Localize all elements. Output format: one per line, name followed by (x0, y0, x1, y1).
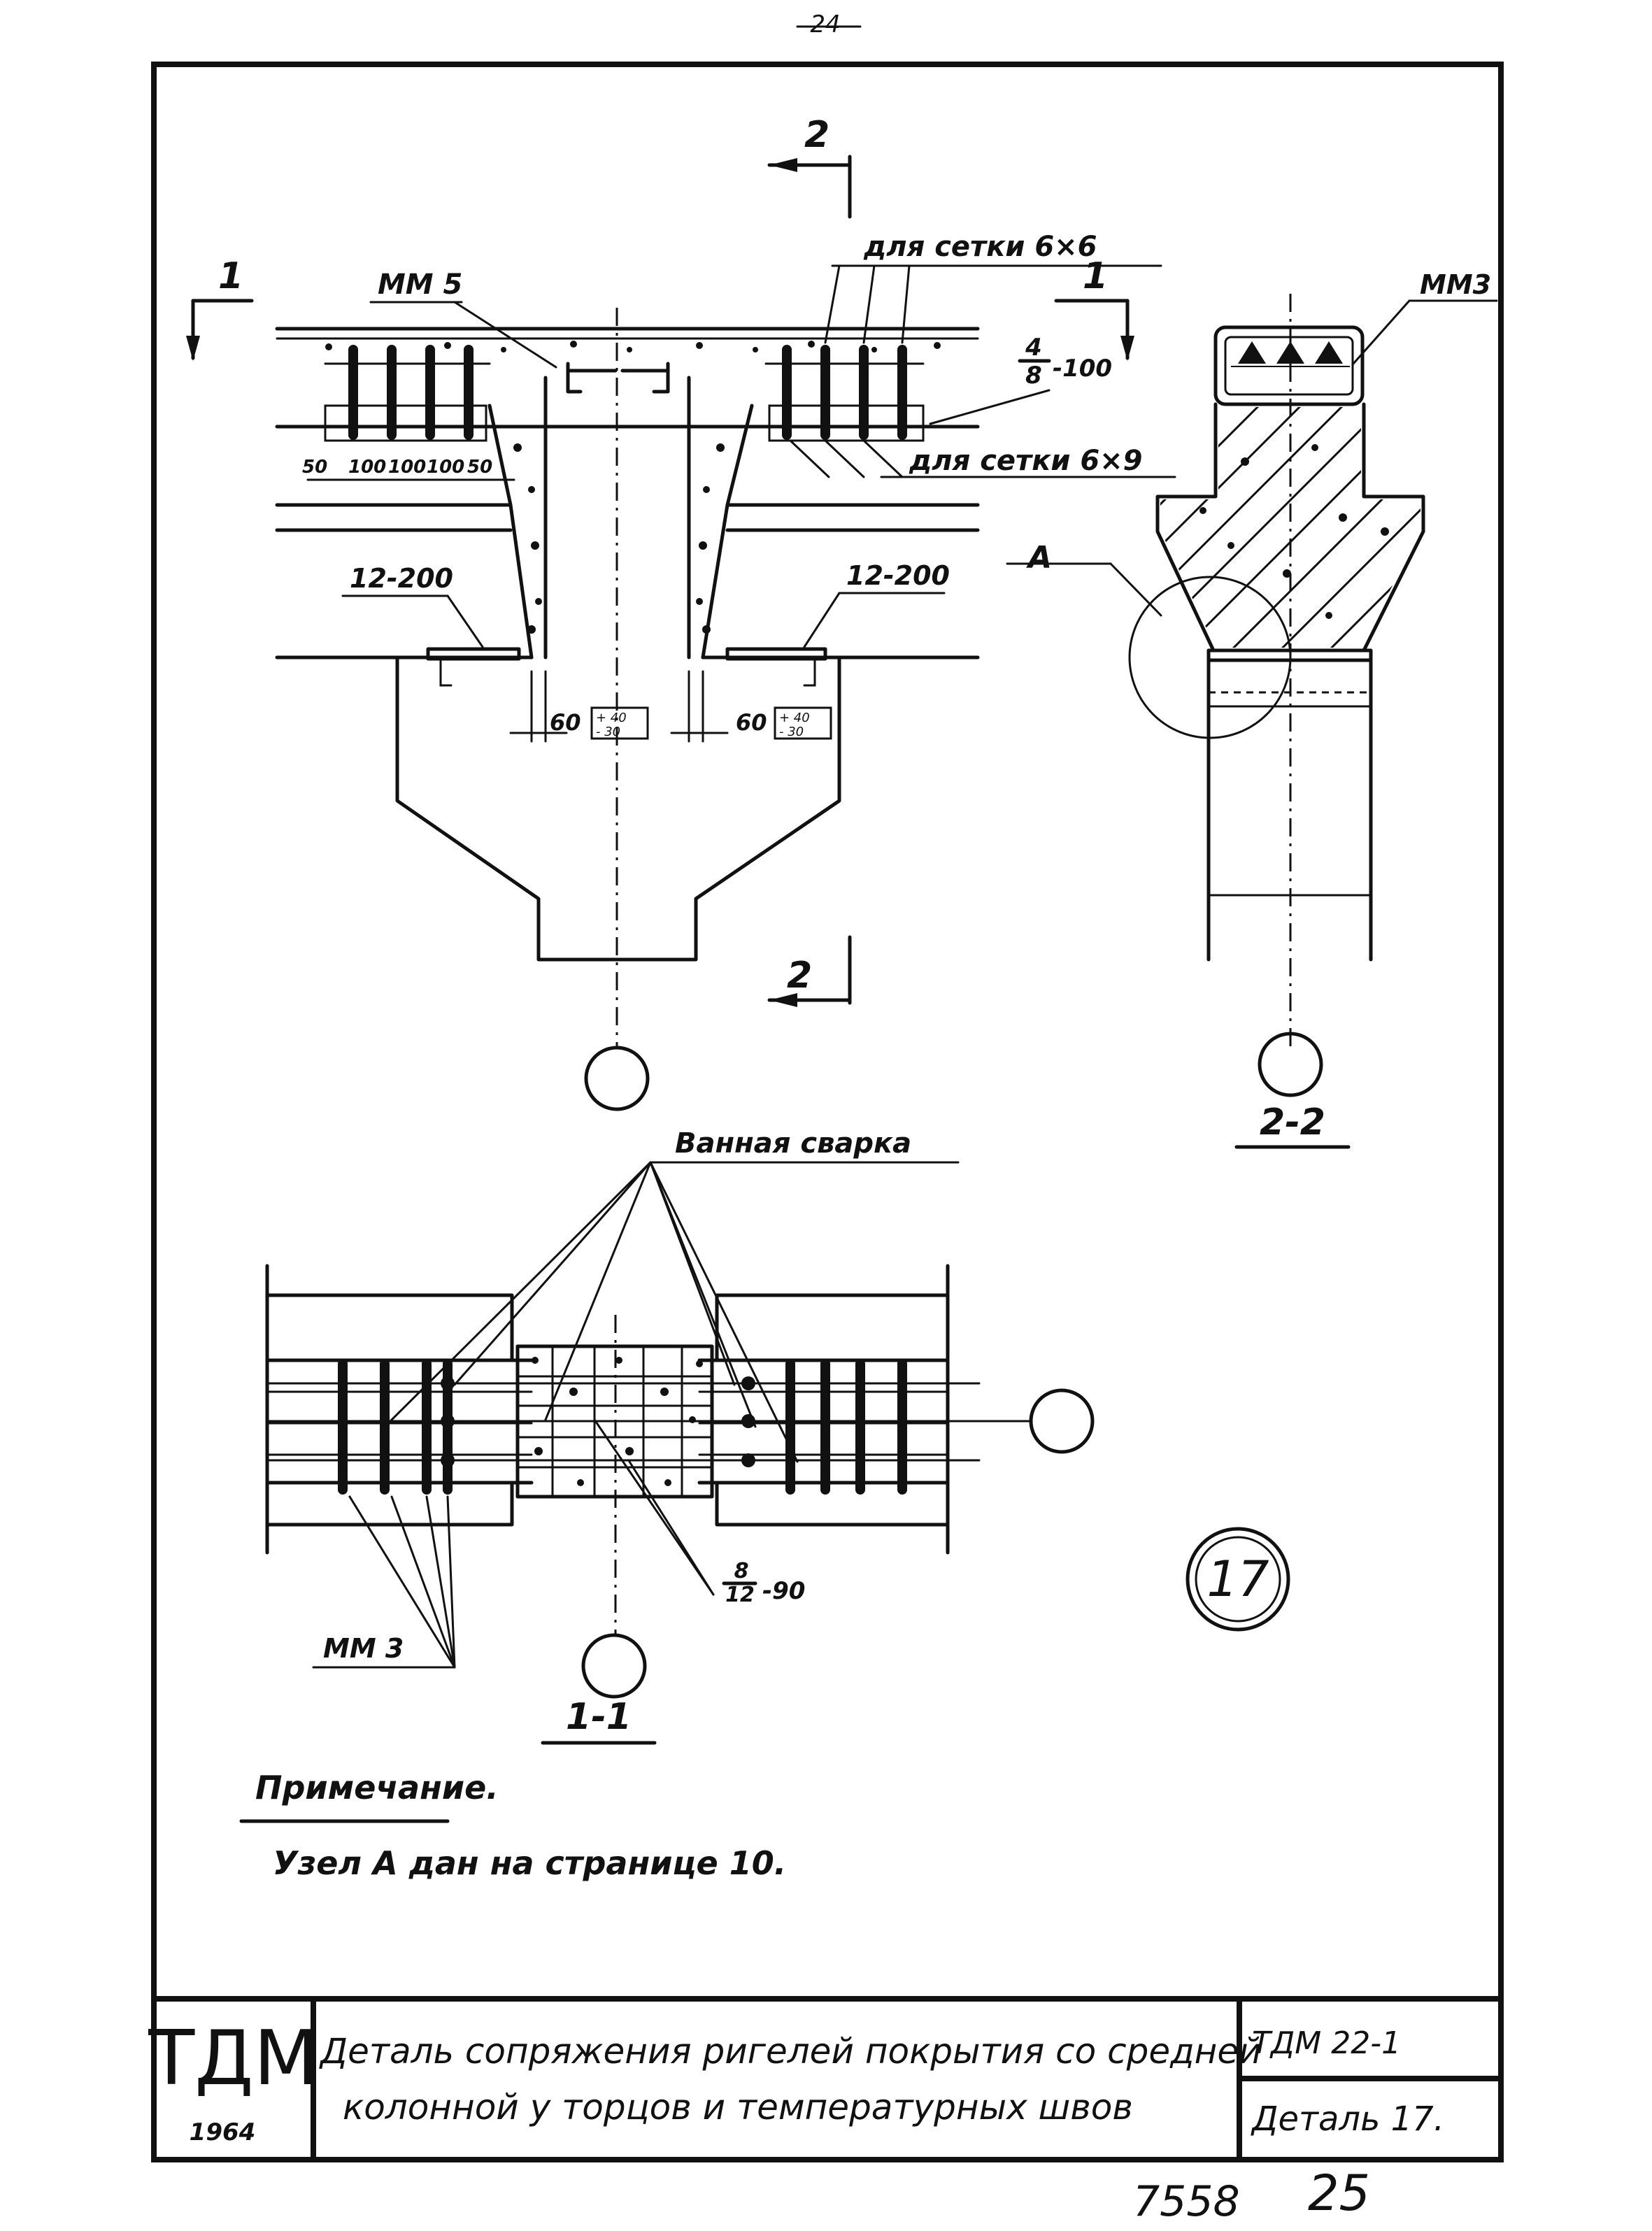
title-sheet: Деталь 17. (1251, 2100, 1444, 2139)
title-block-logo: ТДМ (148, 2015, 319, 2102)
elevation-view: 2 1 1 (186, 114, 1176, 1111)
section-mark-1-left: 1 (218, 255, 243, 297)
svg-text:100: 100 (348, 457, 386, 478)
label-mm3-11: MM 3 (323, 1633, 404, 1664)
top-page-number: 24 (810, 10, 840, 38)
svg-text:50: 50 (467, 457, 492, 478)
label-bolt-right: 12-200 (846, 560, 950, 591)
label-node-a: A (1026, 540, 1052, 576)
title-block-year: 1964 (190, 2118, 256, 2146)
svg-text:100: 100 (388, 457, 426, 478)
label-bars-bottom: 8 (1025, 362, 1042, 390)
section-1-1-title: 1-1 (566, 1696, 632, 1738)
section-2-2-title: 2-2 (1260, 1102, 1325, 1143)
note-text: Узел A дан на странице 10. (273, 1844, 786, 1882)
label-welding: Ванная сварка (675, 1127, 911, 1160)
label-bars11-top: 8 (734, 1559, 749, 1583)
sheet-frame (151, 62, 1504, 2162)
axis-bubble-1-1-right (1029, 1388, 1095, 1454)
svg-text:100: 100 (427, 457, 464, 478)
label-mm3-22: MM3 (1420, 269, 1491, 300)
svg-text:+ 40: + 40 (779, 711, 810, 725)
axis-bubble-2-2 (1258, 1032, 1323, 1097)
label-bars11-bottom: 12 (725, 1583, 755, 1607)
title-line-1: Деталь сопряжения ригелей покрытия со ср… (319, 2031, 1262, 2072)
svg-text:- 30: - 30 (779, 725, 804, 739)
label-bars-top: 4 (1025, 334, 1042, 362)
svg-text:17: 17 (1206, 1551, 1269, 1608)
title-line-2: колонной у торцов и температурных швов (343, 2087, 1133, 2127)
title-series: ТДМ 22-1 (1252, 2025, 1401, 2061)
dimension-row: 50 100 100 100 50 (302, 457, 492, 478)
label-mesh-6x6: для сетки 6×6 (863, 231, 1097, 263)
section-mark-2-top: 2 (804, 114, 829, 156)
left-stirrups (324, 345, 491, 442)
section-1-1: Ванная сварка (265, 1127, 1095, 1745)
bottom-code: 7558 (1133, 2177, 1240, 2226)
label-bars-spacing: -100 (1053, 355, 1112, 383)
label-tol-left: 60 (550, 709, 581, 736)
section-2-2: A MM3 2-2 (1006, 269, 1498, 1149)
title-block: ТДМ 1964 Деталь сопряжения ригелей покры… (148, 1996, 1501, 2160)
bottom-number: 25 (1308, 2165, 1370, 2222)
detail-stamp: 17 (1185, 1527, 1290, 1632)
section-mark-2-bottom: 2 (787, 955, 812, 997)
svg-text:+ 40: + 40 (596, 711, 627, 725)
axis-bubble-1-1-bottom (581, 1633, 647, 1699)
svg-text:50: 50 (302, 457, 327, 478)
section-mark-1-right: 1 (1083, 255, 1108, 297)
note-heading: Примечание. (255, 1769, 499, 1806)
axis-bubble-elevation (584, 1046, 650, 1111)
label-bolt-left: 12-200 (350, 563, 453, 594)
label-bars11-spacing: -90 (762, 1577, 805, 1605)
node-a-circle (1128, 576, 1292, 739)
label-tol-right: 60 (736, 709, 767, 736)
right-stirrups (764, 345, 925, 442)
label-mm5: MM 5 (378, 269, 462, 301)
svg-text:- 30: - 30 (596, 725, 620, 739)
label-mesh-6x9: для сетки 6×9 (909, 445, 1143, 477)
